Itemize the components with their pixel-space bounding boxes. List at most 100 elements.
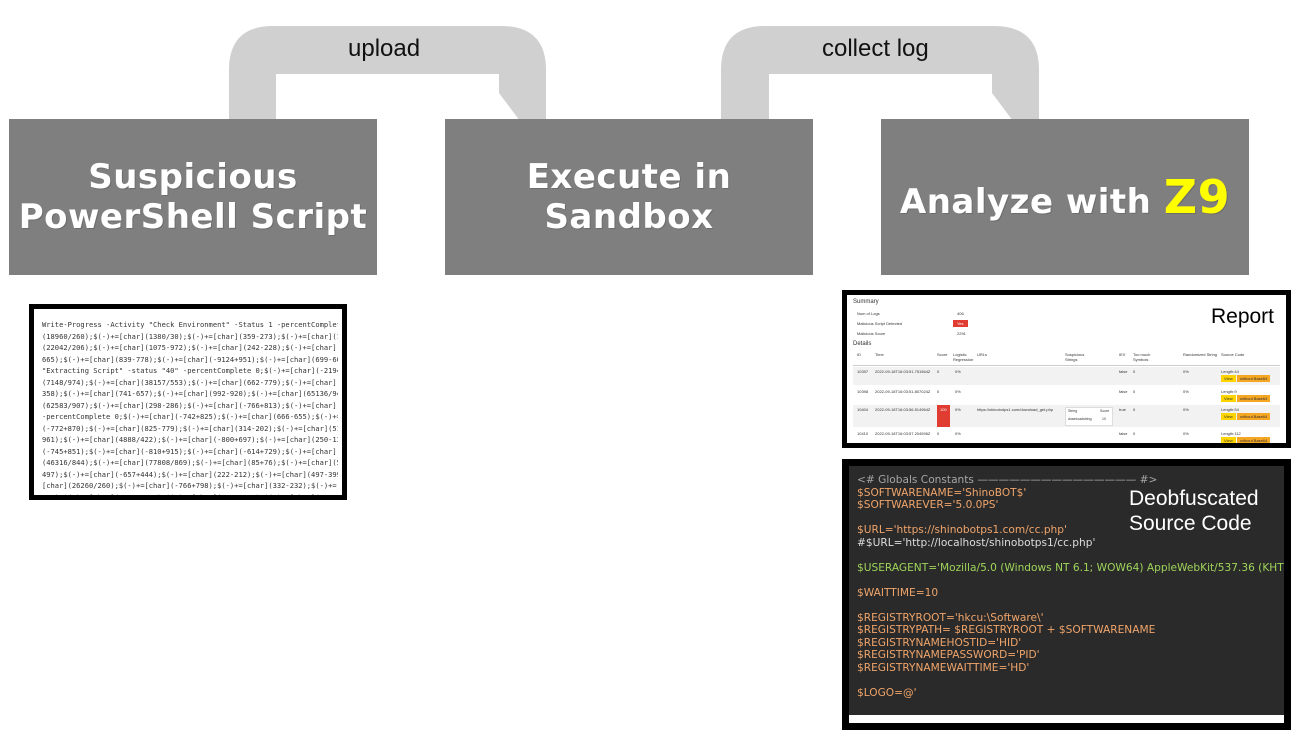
script-line: (-745+851);$(-)+=[char](-810+915);$(-)+=… [42,446,338,456]
upload-label: upload [348,35,421,62]
score-head: Score [1100,409,1110,413]
suspicious-strings-table: String Score downloadstring 10 [1065,407,1113,426]
col-random: Randomized String [1183,352,1218,357]
row-url: https://shinobotps1.com/download_get.php [977,407,1054,412]
deobfuscate-button[interactable]: without Base64 [1237,395,1271,402]
code-line: $WAITTIME=10 [857,586,939,599]
code-line: <# Globals Constants ——————————————— #> [857,474,1158,486]
col-lr: Logistic Regression [953,352,974,362]
summary-title: Summary [853,299,879,305]
row-score: 0 [937,369,940,374]
code-line [857,549,1284,562]
row-time: 2022-09-18T16:03:51.751564Z [875,369,931,374]
row-id: 10404 [857,407,869,412]
col-symbols: Too much Symbols [1133,352,1151,362]
obfuscated-script: Write-Progress -Activity "Check Environm… [42,319,338,500]
row-lr: 0% [955,389,961,394]
deobfuscated-label: Deobfuscated Source Code [1129,486,1259,536]
row-time: 2022-09-18T16:03:51.807024Z [875,389,931,394]
script-thumbnail: Write-Progress -Activity "Check Environm… [29,304,347,500]
details-title: Details [853,341,872,347]
script-line: 961);$(-)+=[char](4888/422);$(-)+=[char]… [42,435,338,444]
score-val: 10 [1102,417,1106,421]
code-line: $LOGO=@' [857,686,917,699]
row-time: 2022-09-18T16:03:57.204596Z [875,431,931,436]
collect-log-label: collect log [822,35,929,62]
summary-row-1: Num of Logs [857,311,880,317]
summary-value-1: 406 [957,311,964,316]
row-symbols: 0 [1133,431,1136,436]
deobfuscated-label-line1: Deobfuscated [1129,487,1259,510]
view-button[interactable]: View [1221,413,1236,420]
code-line: $USERAGENT='Mozilla/5.0 (Windows NT 6.1;… [857,561,1284,574]
row-source: Length:44 [1221,369,1239,374]
col-iex: IEX [1119,352,1126,357]
code-line: $SOFTWARENAME='ShinoBOT$' [857,486,1027,499]
col-id: ID [857,352,861,357]
row-random: 0% [1183,369,1189,374]
script-line: Write-Progress -Activity "Check Environm… [42,320,338,329]
script-line: (62583/907);$(-)+=[char](298-286);$(-)+=… [42,400,338,410]
deobfuscate-button[interactable]: without Base64 [1237,375,1271,382]
table-row: 10397 2022-09-18T16:03:51.751564Z 0 0% false… [853,367,1280,385]
code-line [857,574,1284,587]
code-line: $REGISTRYNAMEHOSTID='HID' [857,636,1022,649]
col-source: Source Code [1221,352,1245,357]
summary-label: Num of Logs [857,311,880,316]
script-line: [char](26260/260);$(-)+=[char](-766+798)… [42,481,338,490]
script-line: (7148/974);$(-)+=[char](38157/553);$(-)+… [42,377,338,387]
row-time: 2022-09-18T16:03:56.514964Z [875,407,931,412]
row-symbols: 0 [1133,369,1136,374]
code-line: $REGISTRYPATH= $REGISTRYROOT + $SOFTWARE… [857,624,1156,636]
row-lr: 0% [955,407,961,412]
code-line: $SOFTWAREVER='5.0.0PS' [857,499,999,511]
box2-line2: Sandbox [544,197,714,237]
summary-row-3: Malicious Score [857,331,886,336]
row-source: Length:112 [1221,431,1241,436]
code-line: $URL='https://shinobotps1.com/cc.php' [857,524,1067,536]
script-line: 665);$(-)+=[char](839-778);$(-)+=[char](… [42,354,338,364]
view-button[interactable]: View [1221,437,1236,443]
row-lr: 0% [955,369,961,374]
view-button[interactable]: View [1221,395,1236,402]
row-score: 0 [937,431,940,436]
row-id: 10397 [857,369,869,374]
sandbox-box: Execute in Sandbox [445,119,813,275]
box1-line2: PowerShell Script [18,197,368,237]
script-line: "Extracting Script" -status "40" -percen… [42,366,338,375]
row-id: 10410 [857,431,869,436]
view-button[interactable]: View [1221,375,1236,382]
box2-line1: Execute in [526,156,732,197]
script-line: 434);$(-)+=[char](16040/130);$(-)+=[char… [42,492,338,500]
box1-line1: Suspicious [88,156,298,197]
row-source: Length:9 [1221,389,1237,394]
report-thumbnail: Report Summary Num of Logs 406 Malicious… [842,290,1291,448]
col-strings: Suspicious Strings [1065,352,1085,362]
row-iex: false [1119,431,1128,436]
str-val: downloadstring [1068,417,1092,421]
code-line [857,674,1284,687]
report-label: Report [1210,305,1274,328]
script-line: -percentComplete 0;$(-)+=[char](-742+825… [42,412,338,421]
deobfuscate-button[interactable]: without Base64 [1237,437,1271,443]
deobfuscated-code-thumbnail: <# Globals Constants ——————————————— #>$… [842,459,1291,730]
code-view: <# Globals Constants ——————————————— #>$… [857,474,1284,699]
analyze-box: Analyze with Z9 [881,119,1249,275]
row-symbols: 0 [1133,407,1136,412]
row-iex: false [1119,369,1128,374]
str-head: String [1068,409,1078,413]
table-row: 10410 2022-09-18T16:03:57.204596Z 0 0% false… [853,429,1280,443]
deobfuscate-button[interactable]: without Base64 [1237,413,1271,420]
upload-arrow [229,26,546,121]
script-line: 358);$(-)+=[char](741-657);$(-)+=[char](… [42,389,338,398]
row-iex: true [1119,407,1126,412]
code-line: $REGISTRYROOT='hkcu:\Software\' [857,611,1044,624]
script-line: (22042/206);$(-)+=[char](1075-972);$(-)+… [42,343,338,352]
collect-log-arrow [721,26,1039,121]
row-lr: 0% [955,431,961,436]
summary-value-2: Yes [953,320,968,327]
summary-value-3: 2291 [957,331,966,336]
script-line: (-772+870);$(-)+=[char](825-779);$(-)+=[… [42,423,338,433]
code-line: $REGISTRYNAMEPASSWORD='PID' [857,649,1040,661]
